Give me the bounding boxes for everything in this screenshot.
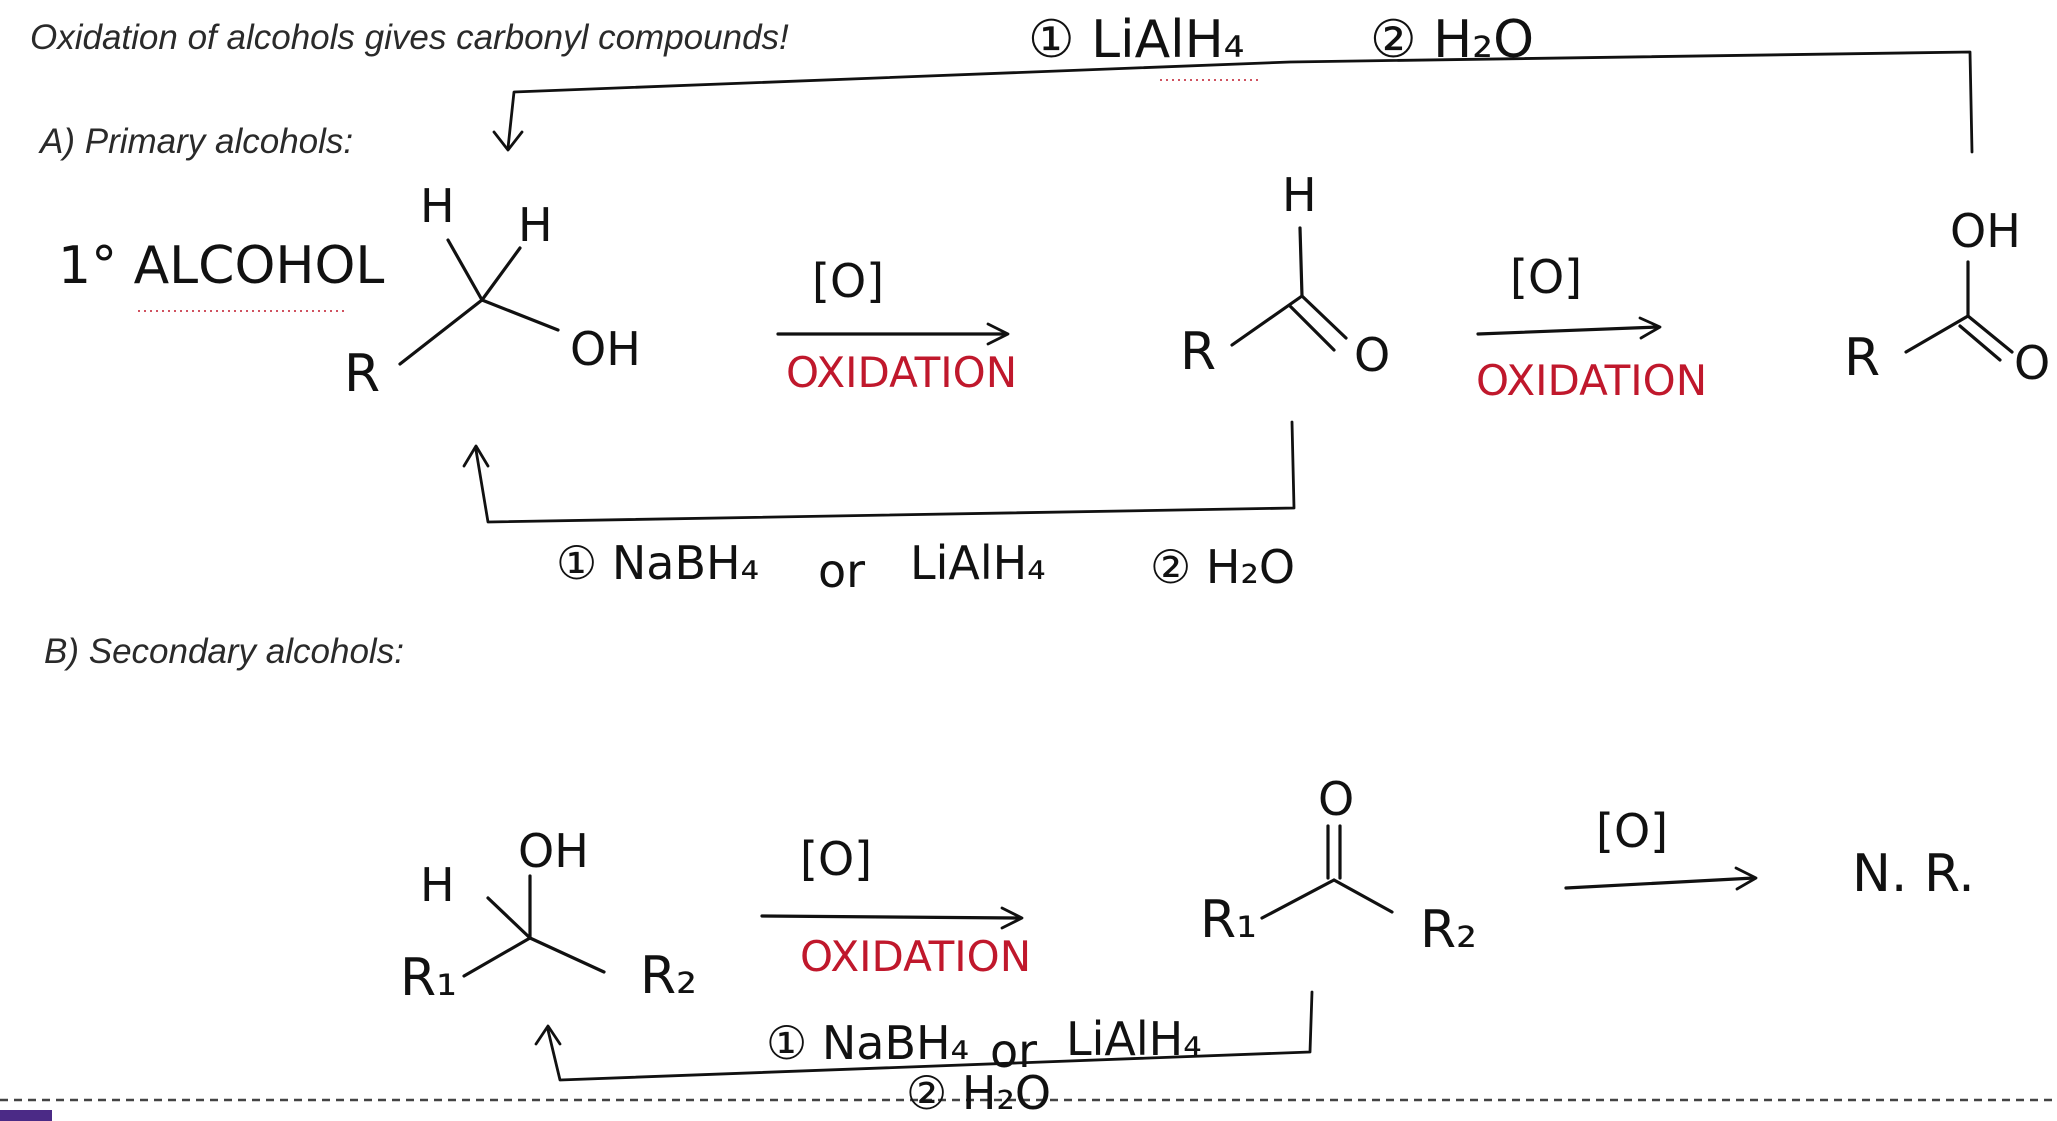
ketone-r2: R₂	[1420, 900, 1477, 960]
secondary-alcohol-h: H	[420, 858, 455, 912]
secondary-alcohol-r1: R₁	[400, 948, 457, 1008]
primary-step2-label: OXIDATION	[1476, 356, 1708, 405]
primary-step1-reagent: [O]	[812, 254, 885, 308]
top-reduction-reagent1: ① LiAlH₄	[1028, 10, 1245, 70]
bottom-reduction-reagent2: ② H₂O	[1150, 540, 1296, 594]
no-reaction-label: N. R.	[1852, 844, 1975, 904]
secondary-reduction-reagent1: ① NaBH₄	[766, 1016, 970, 1070]
secondary-oxidation-arrow-2	[1564, 866, 1758, 891]
secondary-step1-label: OXIDATION	[800, 932, 1032, 981]
ketone-reduction-arrow	[534, 990, 1314, 1082]
ketone-r1: R₁	[1200, 890, 1257, 950]
secondary-alcohol-structure	[462, 874, 606, 978]
alcohol-oh: OH	[570, 322, 641, 376]
alcohol-h-right: H	[518, 198, 553, 252]
secondary-alcohols-heading: B) Secondary alcohols:	[44, 632, 404, 671]
acid-oh: OH	[1950, 204, 2021, 258]
primary-alcohol-label: 1° ALCOHOL	[58, 236, 385, 296]
bottom-reduction-alt: LiAlH₄	[910, 536, 1046, 590]
top-reduction-reagent2: ② H₂O	[1370, 10, 1535, 70]
aldehyde-reduction-arrow	[462, 420, 1296, 524]
carboxylic-acid-structure	[1904, 260, 2014, 362]
slide-title: Oxidation of alcohols gives carbonyl com…	[30, 18, 789, 57]
primary-oxidation-arrow-1	[776, 322, 1010, 346]
aldehyde-o: O	[1354, 328, 1391, 382]
primary-alcohol-structure	[398, 238, 560, 366]
alcohol-h-left: H	[420, 179, 455, 233]
slide-tab-marker	[0, 1110, 52, 1121]
secondary-reduction-or: or	[990, 1024, 1038, 1078]
aldehyde-h: H	[1282, 168, 1317, 222]
acid-r: R	[1844, 328, 1881, 388]
secondary-alcohol-oh: OH	[518, 824, 589, 878]
acid-o: O	[2014, 336, 2051, 390]
primary-oxidation-arrow-2	[1476, 316, 1662, 340]
bottom-reduction-or: or	[818, 544, 866, 598]
primary-step2-reagent: [O]	[1510, 250, 1583, 304]
aldehyde-r: R	[1180, 322, 1217, 382]
alcohol-r: R	[344, 344, 381, 404]
secondary-step1-reagent: [O]	[800, 832, 873, 886]
bottom-reduction-reagent1: ① NaBH₄	[556, 536, 760, 590]
secondary-oxidation-arrow-1	[760, 906, 1024, 930]
ketone-structure	[1260, 824, 1394, 920]
aldehyde-structure	[1230, 226, 1348, 352]
ketone-o: O	[1318, 772, 1355, 826]
secondary-step2-reagent: [O]	[1596, 804, 1669, 858]
primary-alcohols-heading: A) Primary alcohols:	[40, 122, 354, 161]
primary-step1-label: OXIDATION	[786, 348, 1018, 397]
secondary-reduction-reagent2: ② H₂O	[906, 1066, 1052, 1120]
secondary-reduction-alt: LiAlH₄	[1066, 1012, 1202, 1066]
acid-reduction-arrow	[492, 50, 1974, 154]
secondary-alcohol-r2: R₂	[640, 946, 697, 1006]
